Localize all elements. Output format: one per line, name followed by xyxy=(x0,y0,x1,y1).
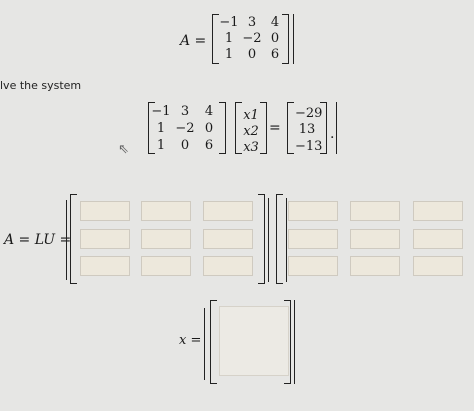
rhs-right-bracket xyxy=(320,102,327,154)
vars-left-bracket xyxy=(235,102,242,154)
coef-entry-1-3: 4 xyxy=(204,104,214,119)
coef-entry-1-1: −1 xyxy=(151,104,171,119)
matrix-a-label: A = xyxy=(180,33,207,49)
matrix-a-right-bracket xyxy=(282,14,289,64)
matrix-a-determinant-bar xyxy=(293,14,294,64)
solution-label: x = xyxy=(179,333,202,348)
coef-right-bracket xyxy=(219,102,226,154)
u-input-2-3[interactable] xyxy=(413,229,463,249)
coef-entry-3-3: 6 xyxy=(204,138,214,153)
rhs-3: −13 xyxy=(295,139,323,154)
period: . xyxy=(330,126,335,142)
var-x2: x2 xyxy=(240,124,262,139)
matrix-a-entry-3-3: 6 xyxy=(270,47,280,62)
var-x3: x3 xyxy=(240,140,262,155)
matrix-a-entry-1-2: 3 xyxy=(247,15,257,30)
rhs-1: −29 xyxy=(295,106,323,121)
solution-right-bracket xyxy=(284,300,291,384)
vars-right-bracket xyxy=(260,102,267,154)
matrix-a-entry-2-2: −2 xyxy=(242,31,262,46)
solution-left-bar xyxy=(204,308,205,380)
l-input-3-3[interactable] xyxy=(203,256,253,276)
coef-left-bracket xyxy=(148,102,155,154)
l-input-1-3[interactable] xyxy=(203,201,253,221)
matrix-a-entry-2-3: 0 xyxy=(270,31,280,46)
rhs-2: 13 xyxy=(298,122,316,137)
u-left-bracket xyxy=(276,194,283,284)
var-x2-text: x2 xyxy=(243,124,259,139)
var-x1-text: x1 xyxy=(243,108,259,123)
l-input-2-2[interactable] xyxy=(141,229,191,249)
coef-entry-3-1: 1 xyxy=(156,138,166,153)
l-left-bracket xyxy=(70,194,77,284)
l-right-bar xyxy=(268,198,269,282)
u-input-1-2[interactable] xyxy=(350,201,400,221)
u-input-1-3[interactable] xyxy=(413,201,463,221)
mouse-cursor-icon: ⇖ xyxy=(118,142,129,157)
var-x1: x1 xyxy=(240,108,262,123)
matrix-a-entry-1-3: 4 xyxy=(270,15,280,30)
u-input-2-1[interactable] xyxy=(288,229,338,249)
coef-entry-2-3: 0 xyxy=(204,121,214,136)
coef-entry-1-2: 3 xyxy=(180,104,190,119)
u-input-3-2[interactable] xyxy=(350,256,400,276)
coef-entry-3-2: 0 xyxy=(180,138,190,153)
lu-left-bar xyxy=(66,200,67,280)
l-input-2-3[interactable] xyxy=(203,229,253,249)
l-input-1-1[interactable] xyxy=(80,201,130,221)
u-left-bar xyxy=(286,198,287,282)
matrix-a-entry-1-1: −1 xyxy=(219,15,239,30)
matrix-a-entry-3-2: 0 xyxy=(247,47,257,62)
rhs-left-bracket xyxy=(287,102,294,154)
equals-sign: = xyxy=(269,120,281,136)
instruction-text: lve the system xyxy=(0,79,82,92)
l-input-3-1[interactable] xyxy=(80,256,130,276)
var-x3-text: x3 xyxy=(243,140,259,155)
matrix-a-entry-2-1: 1 xyxy=(224,31,234,46)
lu-label: A = LU = xyxy=(4,232,72,248)
l-input-2-1[interactable] xyxy=(80,229,130,249)
l-input-1-2[interactable] xyxy=(141,201,191,221)
solution-left-bracket xyxy=(210,300,217,384)
u-input-3-1[interactable] xyxy=(288,256,338,276)
coef-entry-2-2: −2 xyxy=(175,121,195,136)
u-input-2-2[interactable] xyxy=(350,229,400,249)
solution-input[interactable] xyxy=(219,306,289,376)
coef-entry-2-1: 1 xyxy=(156,121,166,136)
rhs-trailing-bar xyxy=(336,102,337,154)
matrix-a-entry-3-1: 1 xyxy=(224,47,234,62)
u-input-1-1[interactable] xyxy=(288,201,338,221)
l-input-3-2[interactable] xyxy=(141,256,191,276)
solution-right-bar xyxy=(294,300,295,384)
l-right-bracket xyxy=(258,194,265,284)
u-input-3-3[interactable] xyxy=(413,256,463,276)
matrix-a-left-bracket xyxy=(212,14,219,64)
